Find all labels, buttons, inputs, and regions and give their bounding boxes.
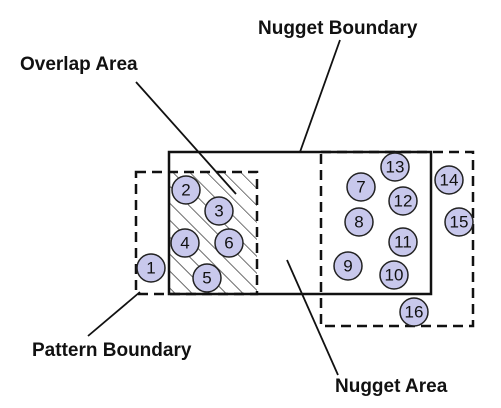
nugget-boundary-leader [299,39,341,153]
circle-8-label: 8 [354,213,363,232]
circle-9: 9 [333,251,363,281]
circle-6-label: 6 [224,234,233,253]
pattern-boundary-right [319,150,475,328]
circle-6: 6 [214,228,244,258]
circle-15-label: 15 [450,213,469,232]
overlap-area-label: Overlap Area [20,54,138,75]
pattern-boundary-left [134,170,259,296]
circle-1-label: 1 [146,259,155,278]
circle-3: 3 [204,196,234,226]
circle-8: 8 [344,207,374,237]
circle-13: 13 [380,152,410,182]
circle-4-label: 4 [180,234,189,253]
circle-15: 15 [444,207,474,237]
circle-12-label: 12 [394,192,413,211]
circle-11-label: 11 [394,233,412,252]
circle-1: 1 [136,253,166,283]
circle-9-label: 9 [343,257,352,276]
circle-14-label: 14 [440,171,459,190]
circle-2: 2 [171,175,201,205]
circle-11: 11 [388,227,418,257]
nugget-area-leader [286,259,339,376]
circle-10-label: 10 [385,266,404,285]
circle-5: 5 [192,263,222,293]
circle-5-label: 5 [202,269,211,288]
circle-7: 7 [346,172,376,202]
circle-group: 1 2 3 4 5 6 7 8 [136,152,474,327]
circle-4: 4 [170,228,200,258]
circle-13-label: 13 [386,158,405,177]
overlap-area-leader [135,81,237,195]
circle-7-label: 7 [356,178,365,197]
circle-14: 14 [434,165,464,195]
circle-16-label: 16 [405,303,424,322]
circle-12: 12 [388,186,418,216]
nugget-area-label: Nugget Area [335,376,448,397]
circle-16: 16 [399,297,429,327]
circle-2-label: 2 [181,181,190,200]
circle-10: 10 [379,260,409,290]
nugget-boundary-label: Nugget Boundary [258,18,418,39]
circle-3-label: 3 [214,202,223,221]
pattern-boundary-label: Pattern Boundary [32,340,192,361]
pattern-boundary-leader [87,291,141,337]
